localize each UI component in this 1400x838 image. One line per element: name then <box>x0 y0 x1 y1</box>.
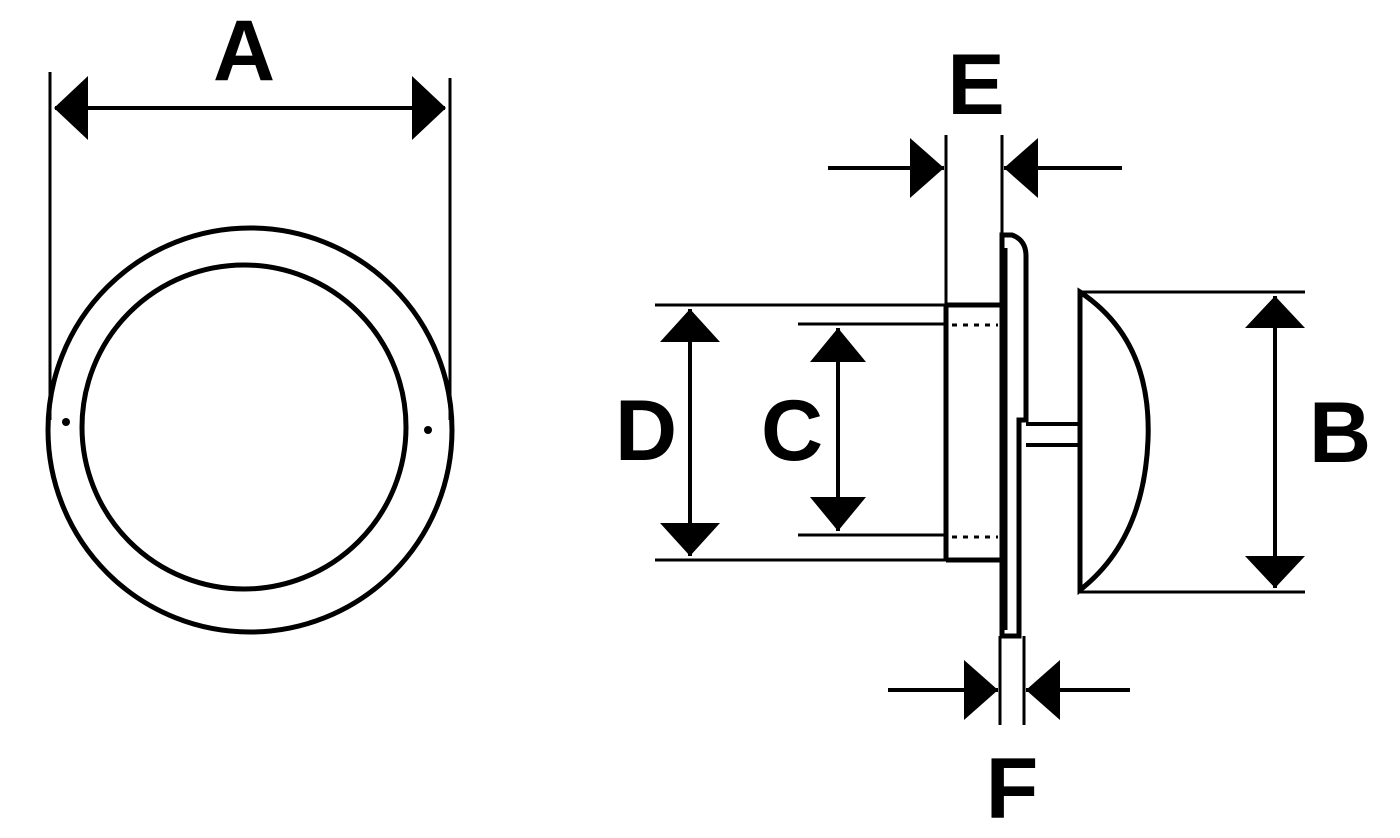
dome-lens <box>1077 287 1151 596</box>
dim-b-arrow-top <box>1245 296 1305 328</box>
dim-e-arrow-right <box>1004 138 1038 198</box>
dim-f-label: F <box>986 741 1039 837</box>
dim-a-arrow-left <box>54 76 88 140</box>
front-view: A <box>45 3 455 635</box>
dim-d-label: D <box>615 383 677 479</box>
flange-plate <box>999 232 1029 639</box>
dim-c-arrow-bottom <box>810 497 866 531</box>
side-view: B C D E F <box>615 37 1371 837</box>
dim-a-arrow-right <box>412 76 446 140</box>
mounting-hole-right <box>424 426 432 434</box>
dim-c-arrow-top <box>810 328 866 362</box>
dim-b-arrow-bottom <box>1245 556 1305 588</box>
dim-e-arrow-left <box>910 138 944 198</box>
outer-ring <box>45 225 455 635</box>
dim-f-arrow-right <box>1026 660 1060 720</box>
dim-d-arrow-bottom <box>660 523 720 556</box>
dim-c-label: C <box>761 383 823 479</box>
dim-e-label: E <box>947 37 1004 133</box>
dim-d-arrow-top <box>660 309 720 342</box>
inner-ring <box>79 262 409 592</box>
dim-b-label: B <box>1309 385 1371 481</box>
dim-f-arrow-left <box>964 660 998 720</box>
dim-a-label: A <box>213 3 275 99</box>
mounting-hole-left <box>62 418 70 426</box>
